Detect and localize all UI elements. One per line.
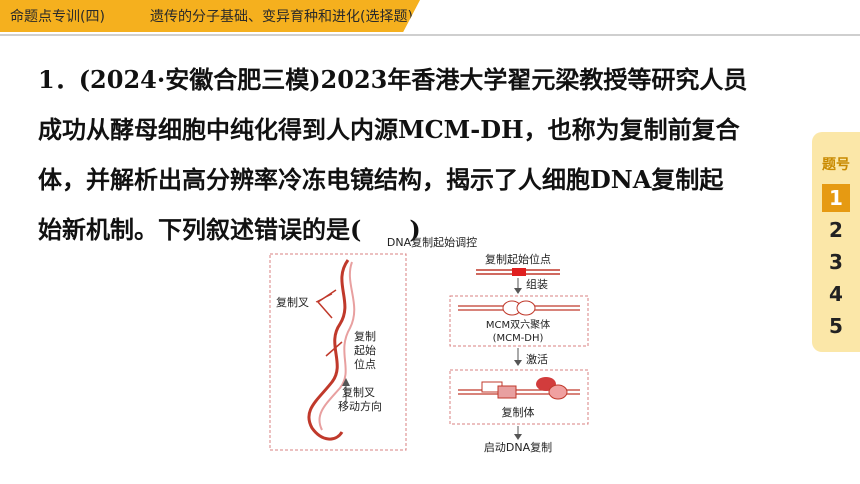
top-bar: 命题点专训(四) 遗传的分子基础、变异育种和进化(选择题) [0, 0, 860, 36]
replisome-box [449, 369, 589, 425]
direction-label-2: 移动方向 [338, 399, 382, 413]
arrow-start-head [514, 434, 522, 440]
direction-arrow-head [342, 378, 350, 386]
question-text: 1．(2024·安徽合肥三模)2023年香港大学翟元梁教授等研究人员 成功从酵母… [38, 55, 808, 255]
origin-label-1: 复制 [354, 329, 376, 343]
topic-tag: 命题点专训(四) 遗传的分子基础、变异育种和进化(选择题) [0, 0, 420, 32]
dna-strand-a [307, 259, 350, 441]
mcm-label-2: (MCM-DH) [493, 333, 544, 344]
top-bar-divider [0, 34, 860, 36]
arrow-activate-head [514, 360, 522, 366]
origin-label-2: 起始 [354, 343, 376, 357]
mcm-box [449, 295, 589, 347]
figure-title: DNA复制起始调控 [387, 235, 477, 249]
replisome-block-2 [497, 385, 517, 399]
topic-tag-series: 命题点专训(四) [10, 9, 105, 25]
topic-tag-title: 遗传的分子基础、变异育种和进化(选择题) [150, 9, 413, 25]
replisome-label: 复制体 [502, 405, 535, 419]
replisome-blob-2 [548, 384, 568, 400]
activate-label: 激活 [526, 352, 548, 366]
question-nav-item-3[interactable]: 3 [829, 250, 843, 274]
dna-strand-b [318, 261, 356, 431]
question-nav-item-4[interactable]: 4 [829, 282, 843, 306]
fork-pointer-line [315, 293, 333, 303]
arrow-assemble-head [514, 288, 522, 294]
left-panel-border [269, 253, 407, 451]
question-line-1: 1．(2024·安徽合肥三模)2023年香港大学翟元梁教授等研究人员 [38, 65, 748, 94]
mcm-label-1: MCM双六聚体 [486, 319, 550, 331]
question-line-2: 成功从酵母细胞中纯化得到人内源MCM-DH，也称为复制前复合 [38, 115, 740, 144]
direction-label-1: 复制叉 [342, 385, 375, 399]
question-nav-item-2[interactable]: 2 [829, 218, 843, 242]
start-replication-label: 启动DNA复制 [484, 440, 552, 454]
question-nav-item-1[interactable]: 1 [822, 184, 850, 212]
question-nav-panel: 题号 1 2 3 4 5 [812, 132, 860, 352]
figure-svg: DNA复制起始调控 复制叉 复制 起始 位点 复制叉 移动方向 复制起始位点 组… [269, 235, 589, 454]
replication-bubble [316, 289, 343, 357]
dna-replication-figure: DNA复制起始调控 复制叉 复制 起始 位点 复制叉 移动方向 复制起始位点 组… [262, 232, 602, 458]
question-line-3: 体，并解析出高分辨率冷冻电镜结构，揭示了人细胞DNA复制起 [38, 165, 724, 194]
question-nav-header: 题号 [822, 157, 850, 173]
question-nav-item-5[interactable]: 5 [829, 314, 843, 338]
origin-site-label: 复制起始位点 [485, 252, 551, 266]
origin-label-3: 位点 [354, 357, 376, 371]
origin-marker [512, 268, 526, 276]
assemble-label: 组装 [526, 277, 548, 291]
question-line-4: 始新机制。下列叙述错误的是( ) [38, 215, 421, 244]
mcm-hexamer-2 [516, 300, 536, 316]
fork-label: 复制叉 [276, 295, 309, 309]
